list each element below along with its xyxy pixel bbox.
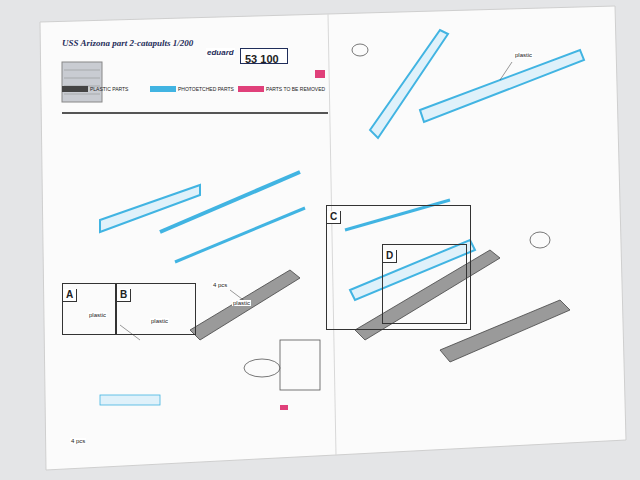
paper-sheet	[40, 6, 626, 470]
step-panel: D	[382, 244, 467, 324]
fold-line	[328, 14, 336, 455]
legend-entry: PHOTOETCHED PARTS	[150, 86, 234, 92]
legend-swatch	[238, 86, 264, 92]
part-note: 4 pcs	[70, 438, 86, 444]
part-note: 4 pcs	[212, 282, 228, 288]
sheet-title: USS Arizona part 2-catapults 1/200	[62, 38, 193, 48]
part-note: plastic	[150, 318, 169, 324]
legend-text: PHOTOETCHED PARTS	[178, 86, 234, 92]
step-letter: A	[63, 289, 77, 302]
legend-entry: PLASTIC PARTS	[62, 86, 128, 92]
legend-entry: PARTS TO BE REMOVED	[238, 86, 325, 92]
leader-lines	[120, 62, 512, 340]
removed-part	[315, 70, 325, 78]
part-note: plastic	[88, 312, 107, 318]
kit-number: 53 100	[241, 53, 283, 65]
step-letter: D	[383, 250, 397, 263]
brand-logo: eduard	[206, 48, 235, 57]
step-panel: A	[62, 283, 116, 335]
legend-text: PARTS TO BE REMOVED	[266, 86, 325, 92]
step-panel: B	[116, 283, 196, 335]
catapult-truss	[100, 30, 584, 300]
legend-swatch	[150, 86, 176, 92]
legend-swatch	[62, 86, 88, 92]
step-letter: C	[327, 211, 341, 224]
part-note: plastic	[514, 52, 533, 58]
step-letter: B	[117, 289, 131, 302]
step-panel: CD	[326, 205, 471, 330]
kit-number-box: 53 100	[240, 48, 288, 64]
removed-part	[280, 405, 288, 410]
catapult-deck	[190, 250, 570, 362]
legend-text: PLASTIC PARTS	[90, 86, 128, 92]
fret-picture	[62, 62, 102, 102]
rule	[62, 112, 328, 114]
small-parts	[100, 44, 550, 405]
part-note: plastic	[232, 300, 251, 306]
